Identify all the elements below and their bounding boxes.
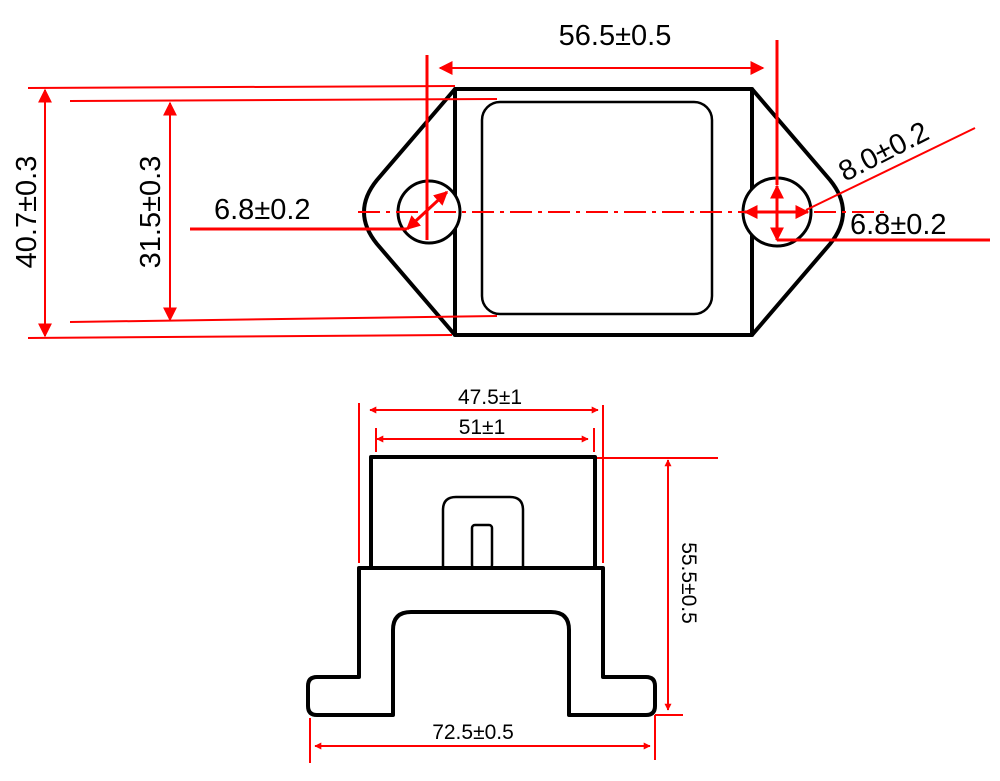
dimension-top-inner-width: 51±1 (459, 416, 506, 439)
top-view: 56.5±0.5 40.7±0.3 31.5±0.3 6.8±0.2 8.0±0… (11, 20, 990, 339)
dimension-inner-height: 31.5±0.3 (135, 156, 167, 269)
leader-line (805, 127, 976, 211)
dimension-overall-height: 40.7±0.3 (11, 156, 43, 269)
inner-window (480, 100, 714, 316)
base-outline (306, 566, 657, 717)
extension-line (69, 315, 498, 323)
dimension-top-outer-width: 47.5±1 (458, 386, 522, 409)
dimension-overall-width: 56.5±0.5 (559, 20, 672, 52)
dimension-right-hole: 6.8±0.2 (850, 209, 947, 241)
dimension-arrow-left-hole (405, 190, 449, 231)
dimension-left-hole: 6.8±0.2 (214, 194, 311, 226)
dimension-slot-length: 8.0±0.2 (834, 116, 935, 188)
connector-pin (470, 523, 494, 570)
upper-housing (369, 455, 597, 570)
dimension-height: 55.5±0.5 (677, 542, 700, 624)
connector-outline (441, 495, 525, 568)
extension-line (69, 98, 498, 102)
extension-line (27, 334, 453, 339)
extension-line (27, 85, 456, 89)
dimension-base-width: 72.5±0.5 (432, 721, 514, 744)
side-view: 47.5±1 51±1 55.5±0.5 72.5±0.5 (306, 386, 718, 763)
